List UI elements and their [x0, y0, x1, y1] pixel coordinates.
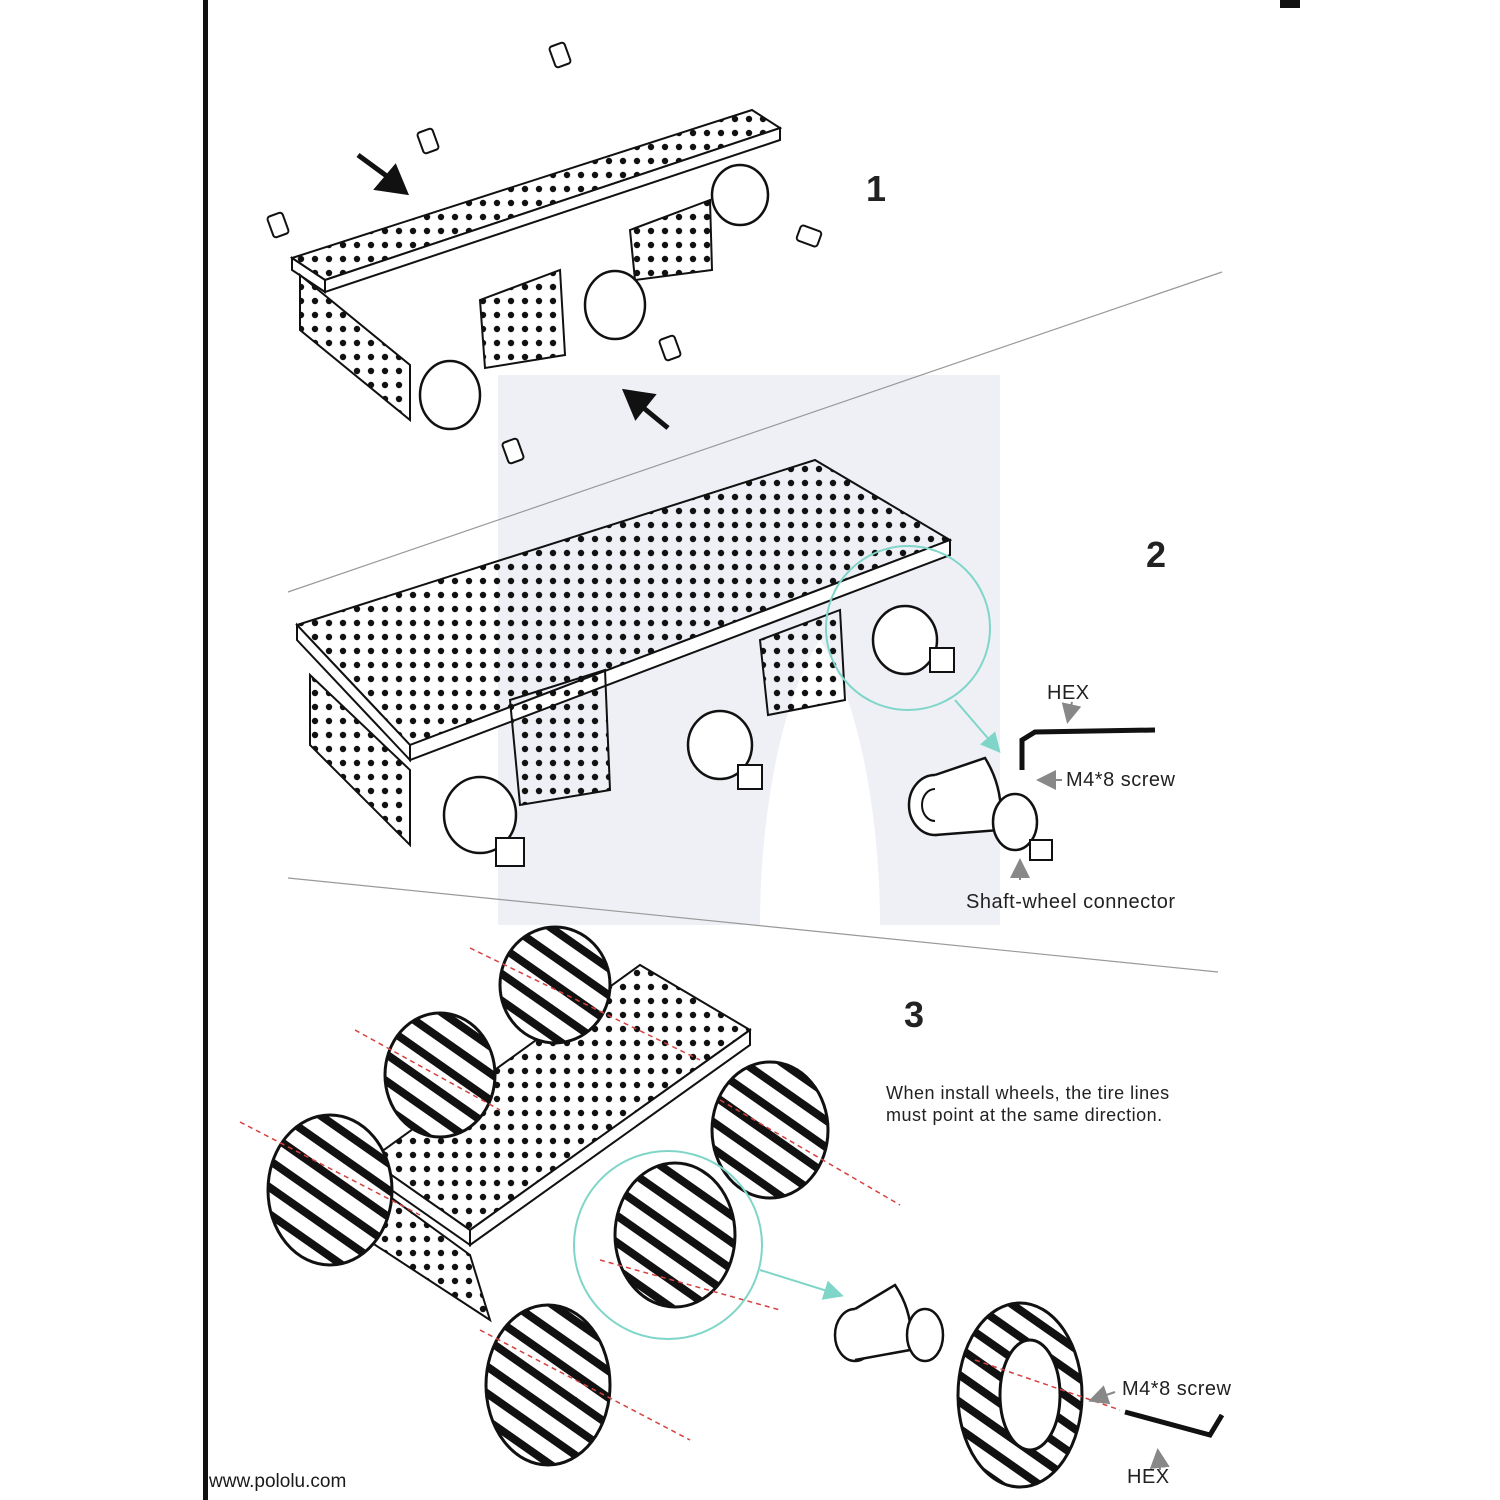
step1-screws — [266, 41, 823, 465]
step3-hex-label: HEX — [1127, 1466, 1170, 1488]
page-edge-top-right — [1280, 0, 1300, 8]
step3-chassis — [359, 963, 752, 1323]
step3-connector-part — [833, 1283, 945, 1363]
step1-arrows — [356, 152, 670, 430]
step2-hex-label: HEX — [1047, 682, 1090, 704]
step-2-number: 2 — [1146, 534, 1167, 575]
footer-url[interactable]: www.pololu.com — [209, 1471, 347, 1492]
step3-hex-key — [1124, 1409, 1225, 1438]
step2-callout-arrow — [954, 699, 1001, 754]
step3-wheel-note: When install wheels, the tire lines must… — [886, 1083, 1170, 1125]
page-edge-left — [203, 0, 208, 1500]
step2-screw-label: M4*8 screw — [1066, 769, 1176, 791]
step-1-number: 1 — [866, 168, 887, 209]
step3-hex-pointer — [1149, 1448, 1170, 1471]
step2-connector-label: Shaft-wheel connector — [966, 891, 1176, 913]
step1-chassis — [289, 108, 783, 431]
step3-screw-pointer — [1088, 1385, 1116, 1405]
step2-chassis — [295, 458, 955, 867]
divider-1 — [287, 271, 1223, 593]
step2-connector-part — [907, 756, 1053, 861]
step2-hex-key — [1019, 727, 1156, 770]
step2-hex-pointer — [1061, 701, 1082, 724]
step-3-number: 3 — [904, 994, 925, 1035]
step3-callout-arrow — [759, 1269, 844, 1300]
step3-callout-circle — [573, 1150, 763, 1340]
divider-2 — [287, 877, 1219, 973]
step3-screw-label: M4*8 screw — [1122, 1378, 1232, 1400]
step2-callout-circle — [825, 545, 991, 711]
